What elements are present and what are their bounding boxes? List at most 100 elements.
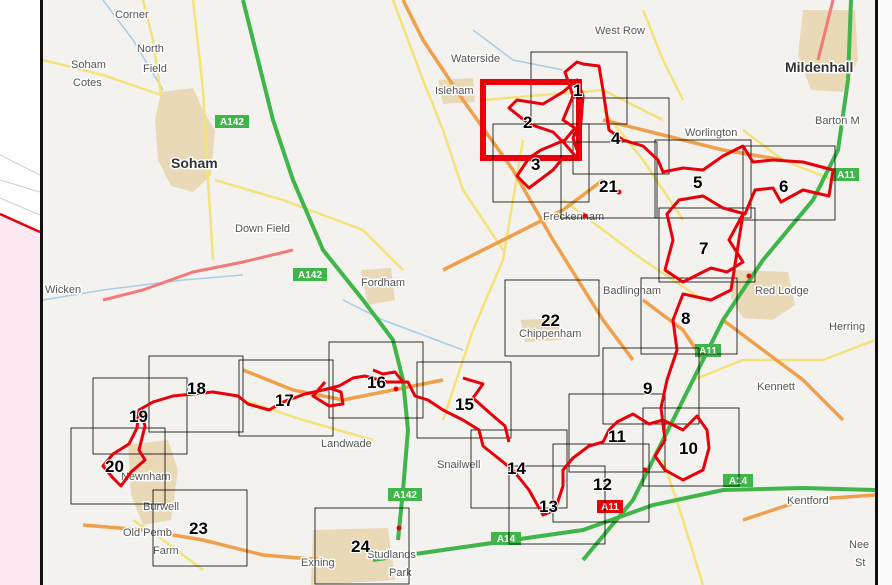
route-tile-label-9: 9 (643, 379, 652, 398)
map-canvas[interactable]: A142 A142 A142 A11 A11 A14 A14 A11 Corne… (43, 0, 875, 585)
route-tile-box-18[interactable] (148, 355, 244, 433)
route-tile-label-22: 22 (541, 311, 560, 330)
place-badlingham: Badlingham (603, 285, 661, 297)
route-tile-box-6[interactable] (742, 145, 836, 221)
route-tile-label-15: 15 (455, 395, 474, 414)
road-a14-east: A14 (729, 476, 748, 487)
route-tile-box-13[interactable] (508, 465, 606, 545)
place-freckenham: Freckenham (543, 211, 604, 223)
route-tile-box-14[interactable] (470, 429, 568, 509)
railway-north (816, 0, 835, 61)
route-tile-label-1: 1 (573, 81, 582, 100)
route-tile-label-4: 4 (611, 129, 621, 148)
route-line[interactable] (101, 60, 835, 517)
route-tile-label-11: 11 (608, 427, 626, 446)
a11-road (581, 0, 853, 562)
road-a142-north: A142 (220, 117, 244, 128)
place-need-2: St (855, 557, 865, 569)
place-soham: Soham (171, 155, 218, 171)
place-soham-cotes-2: Cotes (73, 77, 102, 89)
railway-west (102, 248, 294, 302)
route-tile-label-16: 16 (367, 373, 386, 392)
place-west-row: West Row (595, 25, 645, 37)
urban-studlands (311, 528, 395, 585)
place-studlands-2: Park (389, 567, 412, 579)
route-tile-label-6: 6 (779, 177, 788, 196)
route-tile-label-18: 18 (187, 379, 206, 398)
route-tile-box-21[interactable] (560, 141, 658, 219)
place-fordham: Fordham (361, 277, 405, 289)
place-need-1: Nee (849, 539, 869, 551)
railway-lines (102, 0, 835, 302)
place-red-lodge: Red Lodge (755, 285, 809, 297)
urban-chippenham (521, 318, 561, 342)
route-tile-label-21: 21 (599, 177, 618, 196)
place-old-pembroke-2: Farm (153, 545, 179, 557)
route-tile-box-3[interactable] (492, 123, 590, 203)
road-a14-west: A14 (497, 534, 516, 545)
road-shields: A142 A142 A142 A11 A11 A14 A14 A11 (215, 115, 859, 545)
place-mildenhall: Mildenhall (785, 59, 853, 75)
place-studlands-1: Studlands (367, 549, 416, 561)
place-isleham: Isleham (435, 85, 474, 97)
route-tile-label-13: 13 (539, 497, 558, 516)
road-a11-mid: A11 (699, 346, 717, 357)
road-a142-south: A142 (393, 490, 417, 501)
route-tile-box-10[interactable] (642, 407, 740, 487)
route-line-detail-west[interactable] (311, 368, 511, 443)
route-tile-label-7: 7 (699, 239, 708, 258)
route-tile-label-3: 3 (531, 155, 540, 174)
place-exning: Exning (301, 557, 335, 569)
waterways (43, 0, 564, 351)
place-down-field: Down Field (235, 223, 290, 235)
place-worlington: Worlington (685, 127, 737, 139)
route-markers (393, 189, 752, 531)
place-north-field-2: Field (143, 63, 167, 75)
place-chippenham: Chippenham (519, 328, 581, 340)
urban-fordham (361, 268, 395, 305)
route-tile-box-5[interactable] (654, 139, 752, 219)
place-barton-m: Barton M (815, 115, 860, 127)
a-roads (241, 0, 875, 562)
route-tile-box-7[interactable] (658, 207, 756, 283)
place-kennett: Kennett (757, 381, 795, 393)
route-tile-label-2: 2 (523, 113, 532, 132)
route-tile-box-4[interactable] (572, 97, 670, 175)
route-tile-label-14: 14 (507, 459, 526, 478)
route-line-detail-north[interactable] (507, 60, 585, 190)
place-waterside: Waterside (451, 53, 500, 65)
route-tile-label-5: 5 (693, 173, 702, 192)
route-tile-box-16[interactable] (328, 341, 424, 419)
place-labels: Corner North Field Soham Cotes Soham Dow… (44, 8, 871, 581)
route-tile-box-24[interactable] (314, 507, 410, 585)
left-margin-panel (0, 0, 40, 585)
a14-road (372, 485, 875, 562)
route-tile-box-23[interactable] (152, 489, 248, 567)
place-north-field-1: North (137, 43, 164, 55)
route-tile-label-20: 20 (105, 457, 124, 476)
place-burwell: Burwell (143, 501, 179, 513)
place-snailwell: Snailwell (437, 459, 480, 471)
road-a11-south: A11 (601, 502, 619, 513)
a142-road (241, 0, 411, 541)
route-tile-label-23: 23 (189, 519, 208, 538)
route-tile-box-22[interactable] (504, 279, 600, 357)
place-wicken: Wicken (45, 284, 81, 296)
map-panel[interactable]: A142 A142 A142 A11 A11 A14 A14 A11 Corne… (40, 0, 878, 585)
route-tile-label-19: 19 (129, 407, 148, 426)
right-margin-panel (878, 0, 892, 585)
route-tile-box-15[interactable] (416, 361, 512, 439)
place-soham-cotes-1: Soham (71, 59, 106, 71)
route-tile-label-8: 8 (681, 309, 690, 328)
road-a142-mid: A142 (298, 270, 322, 281)
place-herring: Herring (829, 321, 865, 333)
urban-soham (155, 88, 215, 192)
route-tile-label-24: 24 (351, 537, 370, 556)
minor-roads (43, 0, 875, 585)
route-tile-label-10: 10 (679, 439, 698, 458)
route-tile-box-20[interactable] (70, 427, 166, 505)
place-old-pembroke-1: Old Pemb (123, 527, 172, 539)
urban-mildenhall (798, 10, 858, 92)
place-kentford: Kentford (787, 495, 829, 507)
place-landwade: Landwade (321, 438, 372, 450)
